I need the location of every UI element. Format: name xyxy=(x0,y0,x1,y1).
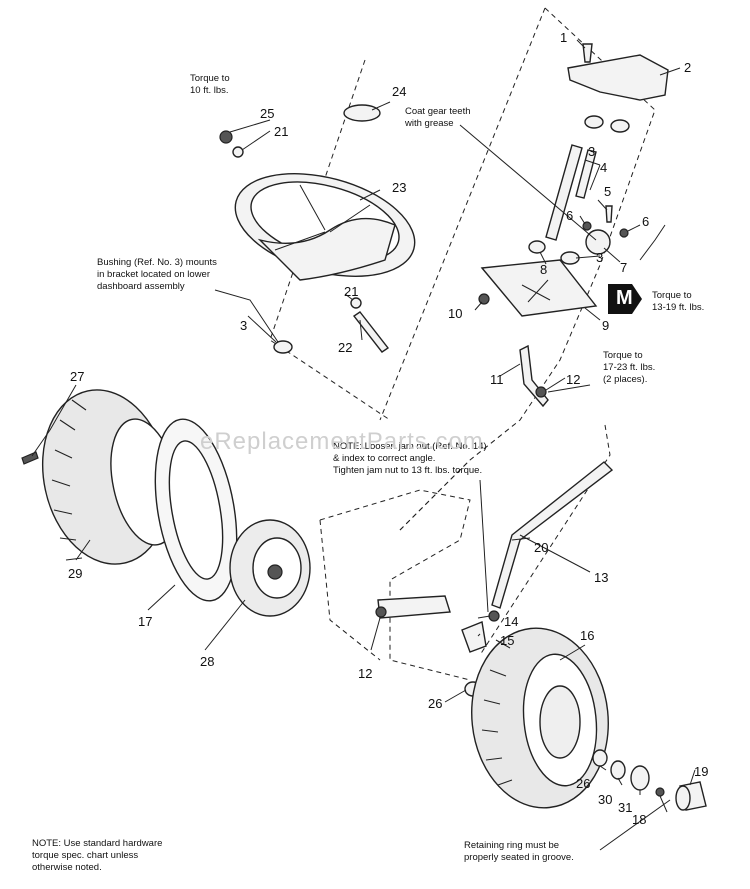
bushing-3-lower xyxy=(273,340,293,354)
right-tire-16 xyxy=(471,627,609,809)
m-badge-letter: M xyxy=(616,287,633,309)
callout-3b: 3 xyxy=(240,318,247,333)
washer-30 xyxy=(610,760,626,780)
callout-26a: 26 xyxy=(428,696,442,711)
callout-8: 8 xyxy=(540,262,547,277)
callout-27: 27 xyxy=(70,369,84,384)
washer-21-bottom xyxy=(350,297,362,309)
bushing-26-right xyxy=(592,749,608,767)
torque-13-19-note: Torque to 13-19 ft. lbs. xyxy=(652,290,705,313)
nut-10 xyxy=(478,293,490,305)
torque-10-note: Torque to 10 ft. lbs. xyxy=(190,73,230,96)
coat-gear-note: Coat gear teeth with grease xyxy=(405,106,471,129)
retaining-ring-note: Retaining ring must be properly seated i… xyxy=(464,840,574,863)
callout-22: 22 xyxy=(338,340,352,355)
bushing-note: Bushing (Ref. No. 3) mounts in bracket l… xyxy=(97,257,217,292)
callout-1: 1 xyxy=(560,30,567,45)
jam-nut-14 xyxy=(488,610,500,622)
leader-lines xyxy=(31,39,696,851)
spindle-15 xyxy=(461,621,487,653)
callout-2: 2 xyxy=(684,60,691,75)
steering-wheel xyxy=(234,173,416,281)
pitman-arm-11 xyxy=(519,344,549,408)
callout-21b: 21 xyxy=(344,284,358,299)
callout-29: 29 xyxy=(68,566,82,581)
callout-28: 28 xyxy=(200,654,214,669)
callout-18: 18 xyxy=(632,812,646,827)
callout-6b: 6 xyxy=(642,214,649,229)
upper-bracket xyxy=(567,54,669,101)
bushing-3-a xyxy=(584,115,604,129)
standard-hardware-note: NOTE: Use standard hardware torque spec.… xyxy=(32,838,163,873)
callout-3a: 3 xyxy=(588,144,595,159)
inner-tube-17 xyxy=(154,418,238,602)
front-axle xyxy=(377,595,451,619)
m-badge-arrow-icon xyxy=(608,284,642,314)
callout-5: 5 xyxy=(604,184,611,199)
callout-7: 7 xyxy=(620,260,627,275)
callout-3c: 3 xyxy=(596,250,603,265)
hub-cap-31 xyxy=(630,765,650,791)
bolt-27 xyxy=(21,451,39,465)
nut-12-lower xyxy=(375,606,387,618)
callout-23: 23 xyxy=(392,180,406,195)
callout-26b: 26 xyxy=(576,776,590,791)
steering-shaft-4 xyxy=(545,144,583,241)
nut-12-upper xyxy=(535,386,547,398)
callout-19: 19 xyxy=(694,764,708,779)
callout-12a: 12 xyxy=(566,372,580,387)
nut-25 xyxy=(219,130,233,144)
callout-numbers: 1 2 3 4 5 6 6 7 8 3 9 10 11 12 21 25 24 … xyxy=(68,30,708,827)
callout-9: 9 xyxy=(602,318,609,333)
retaining-ring-18 xyxy=(655,787,665,797)
callout-10: 10 xyxy=(448,306,462,321)
callout-17: 17 xyxy=(138,614,152,629)
maintenance-badge: M xyxy=(608,284,642,314)
callout-16: 16 xyxy=(580,628,594,643)
callout-11: 11 xyxy=(490,372,504,387)
bushing-3-b xyxy=(610,119,630,133)
callout-12b: 12 xyxy=(358,666,372,681)
bushing-8 xyxy=(528,240,546,254)
callout-6a: 6 xyxy=(566,208,573,223)
callout-31: 31 xyxy=(618,800,632,815)
drag-link-20 xyxy=(491,461,614,609)
callout-25: 25 xyxy=(260,106,274,121)
callout-14: 14 xyxy=(504,614,518,629)
callout-13: 13 xyxy=(594,570,608,585)
steering-shaft-dashed-outline xyxy=(269,7,656,531)
watermark: eReplacementParts.com xyxy=(200,428,484,455)
frame-dashed-outline xyxy=(319,489,471,681)
dust-cap-19 xyxy=(675,781,707,811)
nut-6-b xyxy=(619,228,629,238)
callout-24: 24 xyxy=(392,84,406,99)
rim-28 xyxy=(229,519,311,617)
wheel-cap xyxy=(343,104,381,122)
callout-15: 15 xyxy=(500,633,514,648)
washer-21-top xyxy=(232,146,244,158)
callout-30: 30 xyxy=(598,792,612,807)
callout-4: 4 xyxy=(600,160,607,175)
callout-20: 20 xyxy=(534,540,548,555)
jam-nut-note: NOTE: Loosen jam nut (Ref. No. 14) & ind… xyxy=(333,441,487,476)
bolt-22 xyxy=(352,311,390,353)
callout-21a: 21 xyxy=(274,124,288,139)
bolt-1 xyxy=(582,43,593,63)
mounting-plate-9 xyxy=(480,259,598,317)
torque-17-23-note: Torque to 17-23 ft. lbs. (2 places). xyxy=(603,350,656,385)
bolt-5 xyxy=(605,205,613,223)
drag-link-dashed-outline xyxy=(399,424,611,656)
